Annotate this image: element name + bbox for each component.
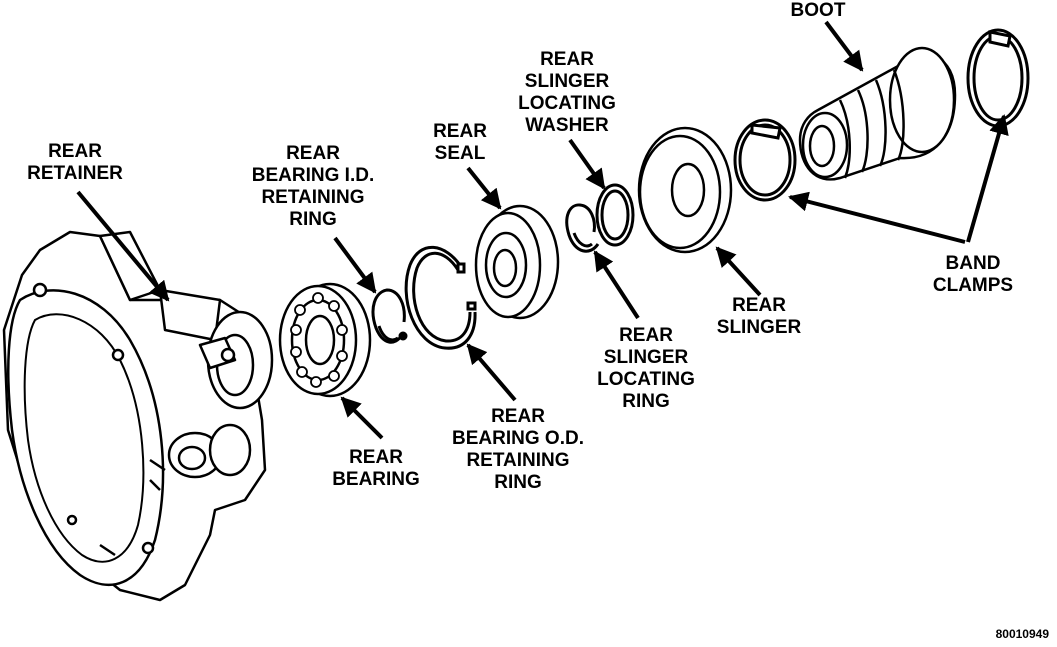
arrow-band-clamp-large: [966, 114, 1009, 243]
band-clamp-small-part: [733, 118, 797, 202]
label-rear-slinger: REAR SLINGER: [716, 295, 802, 338]
arrow-rear-slinger: [715, 246, 762, 297]
arrow-boot: [824, 20, 864, 72]
callout-arrows: [76, 20, 1009, 440]
rear-retainer-part: [2, 230, 274, 602]
figure-number: 80010949: [995, 627, 1049, 641]
arrow-rear-seal: [466, 166, 502, 210]
arrow-rear-bearing-od-ring: [466, 343, 517, 402]
arrow-rear-retainer: [76, 190, 170, 302]
label-rear-bearing-od-ring: REAR BEARING O.D. RETAINING RING: [452, 406, 584, 493]
label-rear-retainer: REAR RETAINER: [27, 141, 123, 184]
rear-seal-part: [474, 204, 560, 320]
rear-slinger-part: [637, 126, 733, 254]
rear-bearing-part: [278, 282, 372, 398]
rear-slinger-locating-ring-part: [565, 203, 600, 253]
arrow-rear-bearing-id-ring: [333, 236, 377, 294]
label-rear-slinger-locating-ring: REAR SLINGER LOCATING RING: [597, 325, 695, 412]
label-rear-seal: REAR SEAL: [433, 121, 487, 164]
label-rear-bearing-id-ring: REAR BEARING I.D. RETAINING RING: [251, 143, 375, 230]
arrow-rear-slinger-locating-ring: [593, 250, 640, 320]
rear-bearing-od-ring-part: [404, 245, 477, 350]
band-clamp-large-part: [966, 28, 1030, 128]
label-boot: BOOT: [790, 0, 846, 21]
label-band-clamps: BAND CLAMPS: [932, 253, 1014, 296]
label-rear-bearing: REAR BEARING: [332, 447, 420, 490]
arrow-rear-slinger-locating-washer: [568, 138, 606, 190]
rear-bearing-id-ring-part: [371, 288, 408, 344]
boot-part: [798, 46, 957, 181]
rear-slinger-locating-washer-part: [595, 183, 635, 247]
arrow-band-clamp-small: [788, 191, 966, 244]
label-rear-slinger-locating-washer: REAR SLINGER LOCATING WASHER: [518, 49, 616, 136]
arrow-rear-bearing: [340, 396, 384, 440]
